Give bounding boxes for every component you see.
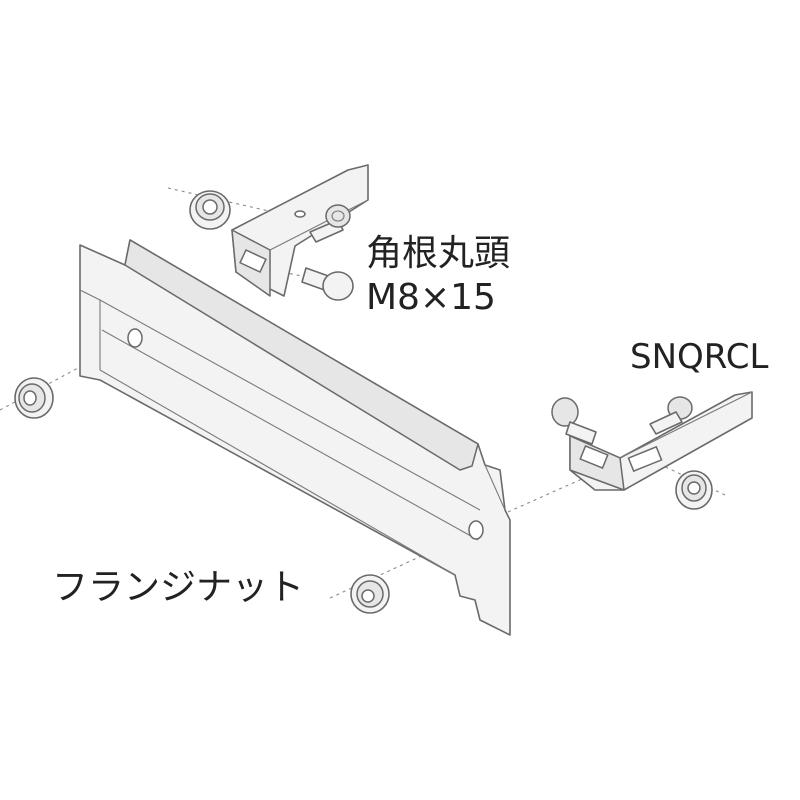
right-bolt-2 [649,396,693,435]
right-bolt-1 [551,397,597,445]
left-flange-nut [14,377,54,419]
right-flange-nut [675,470,713,510]
bottom-flange-nut [350,574,390,614]
bolt-type-label: 角根丸頭 [366,233,511,274]
top-bracket [231,164,369,297]
top-bracket-slot [239,249,267,273]
flange-nut-label: フランジナット [52,567,305,608]
right-bracket-slot-2 [627,445,663,473]
right-bracket-slot-1 [579,445,609,469]
bolt-size-label: M8×15 [366,277,496,318]
din-rail [79,239,511,636]
part-code-label: SNQRCL [630,337,769,377]
top-bolt-attached [309,204,351,243]
right-bracket [569,391,753,491]
loose-bolt [301,267,354,301]
top-flange-nut [189,190,231,230]
rail-hole-left [127,328,143,348]
rail-hole-right [468,520,484,540]
